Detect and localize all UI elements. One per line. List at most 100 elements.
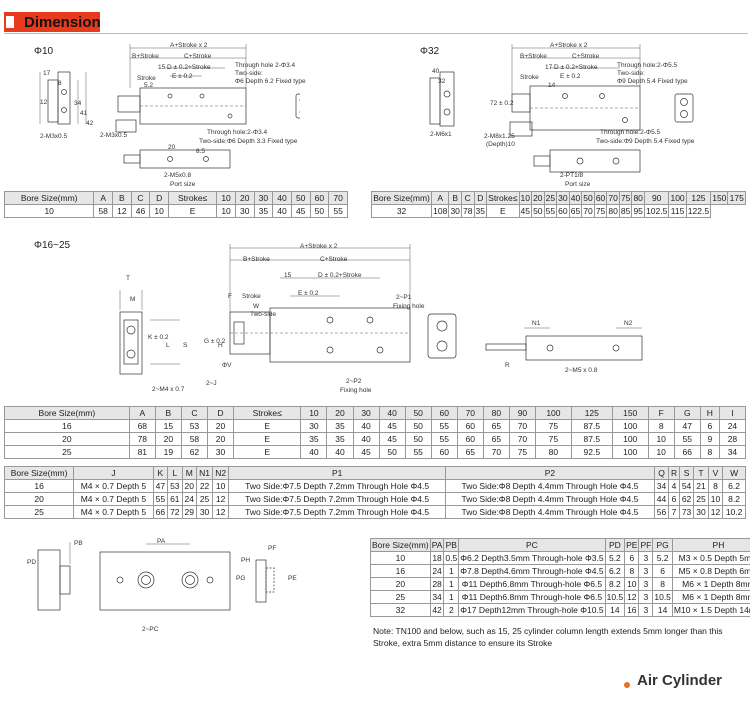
table-cell: 78 [128,432,156,446]
table-cell: 70 [508,419,536,433]
table-cell: 62 [678,492,695,506]
table-cell: Two Side:Φ8 Depth 4.4mm Through Hole Φ4.… [445,505,655,519]
table-cell: E [486,204,520,218]
table-cell: Two Side:Φ7.5 Depth 7.2mm Through Hole Φ… [228,505,447,519]
phi10-a-stroke: A+Stroke x 2 [170,42,208,49]
table-cell: E [233,445,302,459]
table-cell: Bore Size(mm) [370,191,433,205]
phi16-p2: 2~P2 [346,378,362,385]
table-cell: 20 [181,479,198,493]
table-cell: 150 [710,191,729,205]
table-cell: 42 [429,603,445,617]
table-cell: 1 [443,577,460,591]
table-cell: D [206,406,235,420]
table-cell: 30 [693,505,709,519]
phi16-g: G ± 0.2 [204,338,226,345]
table-cell: 35 [326,419,354,433]
phi32-dim-40: 40 [432,68,440,75]
table-cell: 60 [456,432,484,446]
table-cell: 56 [653,505,670,519]
table-cell: 2 [443,603,460,617]
table-cell: 90 [643,191,670,205]
table-cell: 102.5 [643,204,670,218]
table-cell: 24 [429,564,445,578]
phi10-dim-12: 12 [40,99,48,106]
table-cell: 5.2 [604,551,626,565]
table-cell: 29 [181,505,198,519]
table-cell: 10 [518,191,533,205]
phi32-m8: 2-M8x1.25 [484,133,515,140]
table-cell: 75 [534,432,572,446]
table-cell: 100 [611,419,649,433]
table-cell: 5.2 [652,551,673,565]
table-cell: 4 [668,479,680,493]
phi10-fixed-top: Φ6 Depth 6.2 Fixed type [235,78,306,85]
table-cell: 8 [699,445,720,459]
table-cell: 6.2 [722,479,746,493]
table-cell: Two Side:Φ8 Depth 4.4mm Through Hole Φ4.… [445,492,655,506]
phi16-p1: 2~P1 [396,294,412,301]
table-cell: PC [458,538,606,552]
table-cell: 65 [482,419,510,433]
table-cell: 55 [543,204,558,218]
table-cell: 30 [448,204,462,218]
table-cell: 87.5 [570,419,613,433]
table-cell: W [722,466,746,480]
port-pc: 2~PC [142,626,159,633]
table-cell: 25 [195,492,214,506]
table-cell: M3 × 0.5 Depth 5mm [671,551,750,565]
table-cell: 35 [473,204,488,218]
table-cell: PH [671,538,750,552]
table-cell: Bore Size(mm) [3,466,75,480]
phi10-b-stroke: B+Stroke [132,53,159,60]
note-text: Note: TN100 and below, such as 15, 25 cy… [373,626,723,648]
phi10-dim-85: 8.5 [196,148,206,155]
table-cell: 55 [152,492,169,506]
phi10-d-stroke: 15 D ± 0.2+Stroke [158,64,211,71]
table-cell: 6 [624,551,640,565]
table-cell: 40 [272,191,292,205]
port-pe: PE [288,575,297,582]
phi10-dim-41: 41 [80,110,88,117]
phi32-dim-72: 72 ± 0.2 [490,100,514,107]
table-cell: 53 [167,479,183,493]
table-cell: 20 [4,432,130,446]
table-cell: 68 [128,419,156,433]
table-cell: 8 [624,564,640,578]
table-cell: Stroke≤ [233,406,302,420]
phi16-two-side: Two-side [250,311,277,318]
table-cell: 45 [518,204,533,218]
table-cell: Φ11 Depth6.8mm Through-hole Φ6.5 [458,577,606,591]
table-cell: 28 [429,577,445,591]
table-cell: 30 [352,406,380,420]
phi16-j: 2~J [206,380,217,387]
table-cell: 30 [234,204,255,218]
table-cell: 55 [430,419,458,433]
table-cell: C [460,191,475,205]
table-cell: 35 [300,432,328,446]
phi32-a-stroke: A+Stroke x 2 [550,42,588,49]
table-cell: 25 [693,492,709,506]
header-divider [4,33,748,34]
table-cell: 125 [570,406,613,420]
table-cell: 44 [653,492,670,506]
phi16-drawing [119,244,643,375]
port-pd: PD [27,559,37,566]
phi16-l: L [166,342,170,349]
table-cell: 8 [647,419,675,433]
table-cell: 65 [568,204,583,218]
table-cell: 3 [638,564,654,578]
port-pf: PF [268,545,277,552]
table-cell: M6 × 1 Depth 8mm [671,577,750,591]
table-cell: 50 [531,204,545,218]
table-cell: 30 [556,191,570,205]
port-drawing [37,542,275,611]
table-cell: 50 [378,445,406,459]
